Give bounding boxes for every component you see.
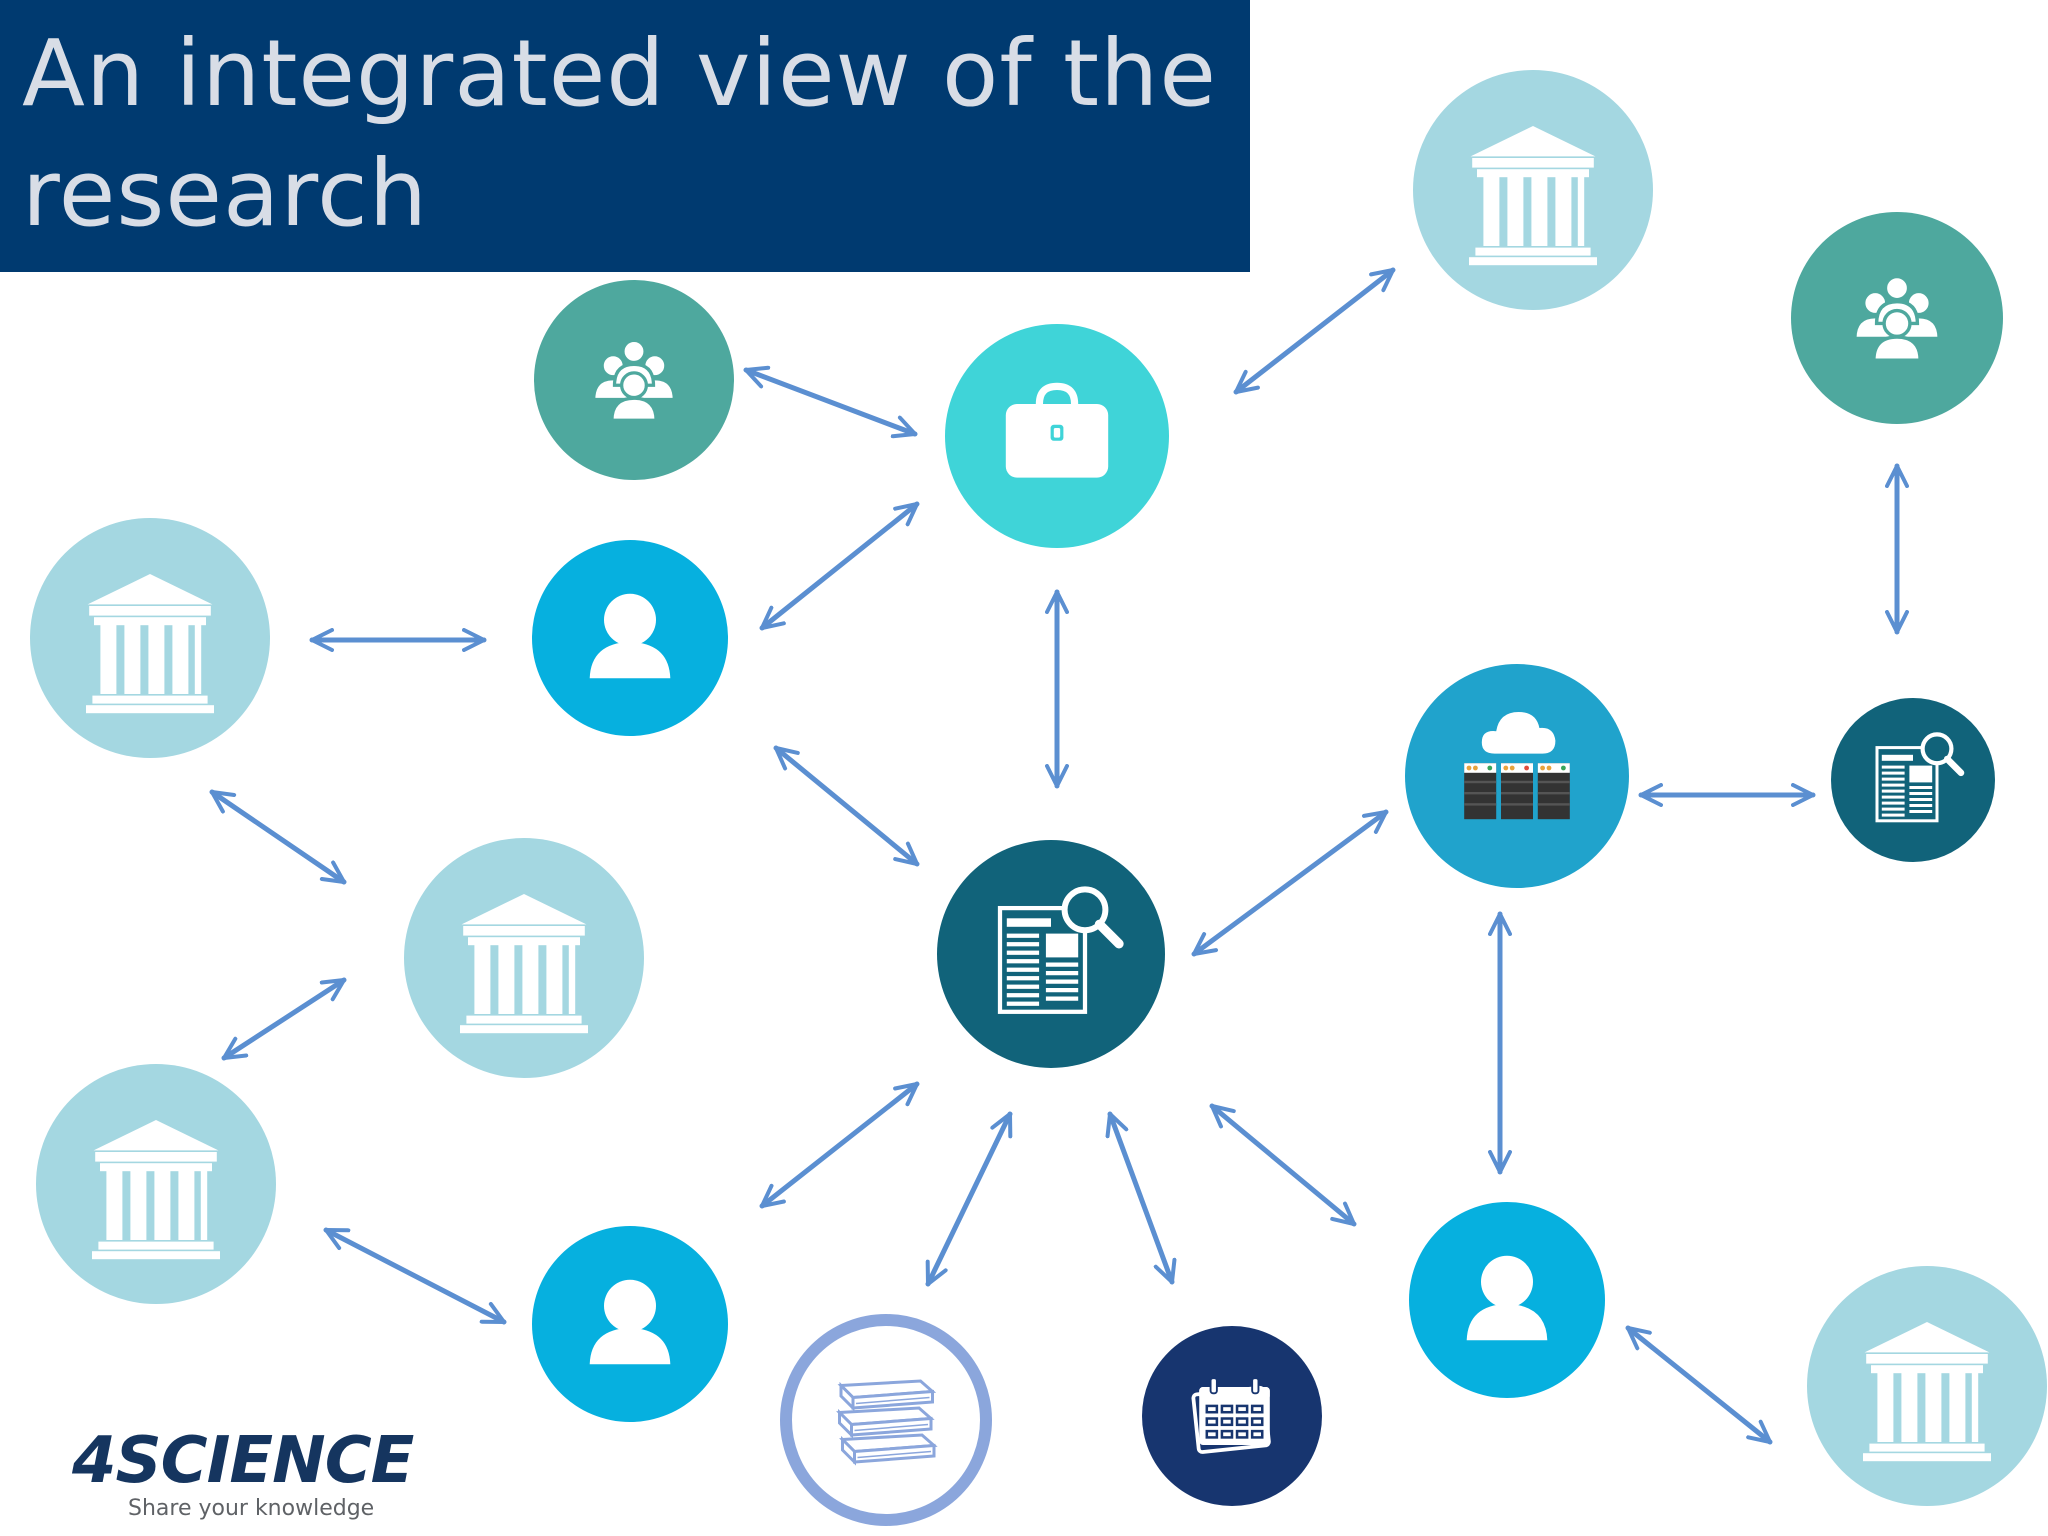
- logo-tagline: Share your knowledge: [128, 1496, 375, 1521]
- arrow-person-inst-bottom-right: [1625, 1325, 1773, 1445]
- calendar-icon: [1191, 1376, 1272, 1455]
- node-person-left: [532, 540, 728, 736]
- arrow-publication-repository: [1191, 809, 1389, 957]
- books-icon: [838, 1379, 936, 1464]
- node-event-calendar: [1142, 1326, 1322, 1506]
- node-books: [780, 1314, 992, 1526]
- logo-name: 4SCIENCE: [72, 1424, 414, 1498]
- title-banner: An integrated view of the research: [0, 0, 1250, 272]
- arrow-publication-person-bottom-left: [759, 1081, 920, 1209]
- arrow-person-publication: [773, 745, 920, 867]
- node-group-top-left: [534, 280, 734, 480]
- node-repository-cloud: [1405, 664, 1629, 888]
- arrow-project-inst-top-right: [1233, 267, 1396, 395]
- logo: 4SCIENCE Share your knowledge: [72, 1428, 472, 1528]
- arrow-inst-left-upper-middle: [209, 789, 347, 885]
- arrow-group-project: [743, 365, 918, 439]
- node-inst-left-upper: [30, 518, 270, 758]
- arrow-person-project: [759, 501, 920, 631]
- node-inst-top-right: [1413, 70, 1653, 310]
- node-project-center: [945, 324, 1169, 548]
- arrow-publication-person-bottom-right: [1209, 1103, 1357, 1227]
- node-person-bottom-right: [1409, 1202, 1605, 1398]
- node-inst-bottom-right: [1807, 1266, 2047, 1506]
- node-group-top-right: [1791, 212, 2003, 424]
- node-inst-left-lower: [36, 1064, 276, 1304]
- node-inst-left-middle: [404, 838, 644, 1078]
- arrow-publication-books: [925, 1111, 1013, 1287]
- arrow-publication-event: [1105, 1111, 1177, 1285]
- arrow-inst-left-lower-person: [323, 1227, 507, 1325]
- node-publication-center: [937, 840, 1165, 1068]
- node-publication-right: [1831, 698, 1995, 862]
- arrow-inst-left-middle-lower: [221, 977, 347, 1061]
- node-person-bottom-left: [532, 1226, 728, 1422]
- page-title: An integrated view of the research: [22, 20, 1217, 247]
